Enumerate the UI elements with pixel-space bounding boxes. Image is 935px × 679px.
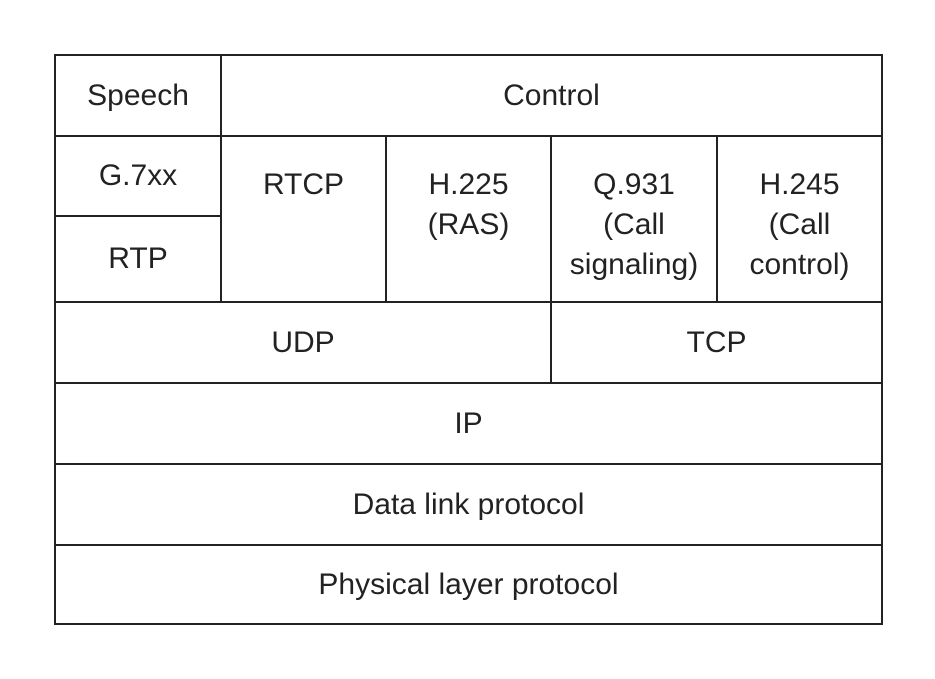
speech-cell: Speech <box>54 54 222 137</box>
udp-cell: UDP <box>54 301 552 384</box>
control-cell: Control <box>220 54 883 137</box>
rtp-label: RTP <box>108 242 168 275</box>
data-link-cell: Data link protocol <box>54 463 883 546</box>
physical-layer-label: Physical layer protocol <box>318 567 619 601</box>
h245-label: H.245 (Call control) <box>749 168 850 281</box>
g7xx-cell: G.7xx <box>54 135 222 217</box>
rtcp-cell: RTCP <box>220 135 387 303</box>
q931-cell: Q.931 (Call signaling) <box>550 135 718 303</box>
q931-label: Q.931 (Call signaling) <box>569 168 699 281</box>
control-label: Control <box>503 78 600 112</box>
tcp-label: TCP <box>686 325 747 359</box>
rtcp-label: RTCP <box>262 168 345 201</box>
ip-cell: IP <box>54 382 883 465</box>
rtp-cell: RTP <box>54 215 222 303</box>
ip-label: IP <box>454 406 483 440</box>
data-link-label: Data link protocol <box>352 487 585 521</box>
physical-layer-cell: Physical layer protocol <box>54 544 883 625</box>
h245-cell: H.245 (Call control) <box>716 135 883 303</box>
h225-label: H.225 (RAS) <box>427 168 510 241</box>
udp-label: UDP <box>271 325 335 359</box>
g7xx-label: G.7xx <box>98 159 178 192</box>
h225-cell: H.225 (RAS) <box>385 135 552 303</box>
tcp-cell: TCP <box>550 301 883 384</box>
speech-label: Speech <box>87 78 189 112</box>
